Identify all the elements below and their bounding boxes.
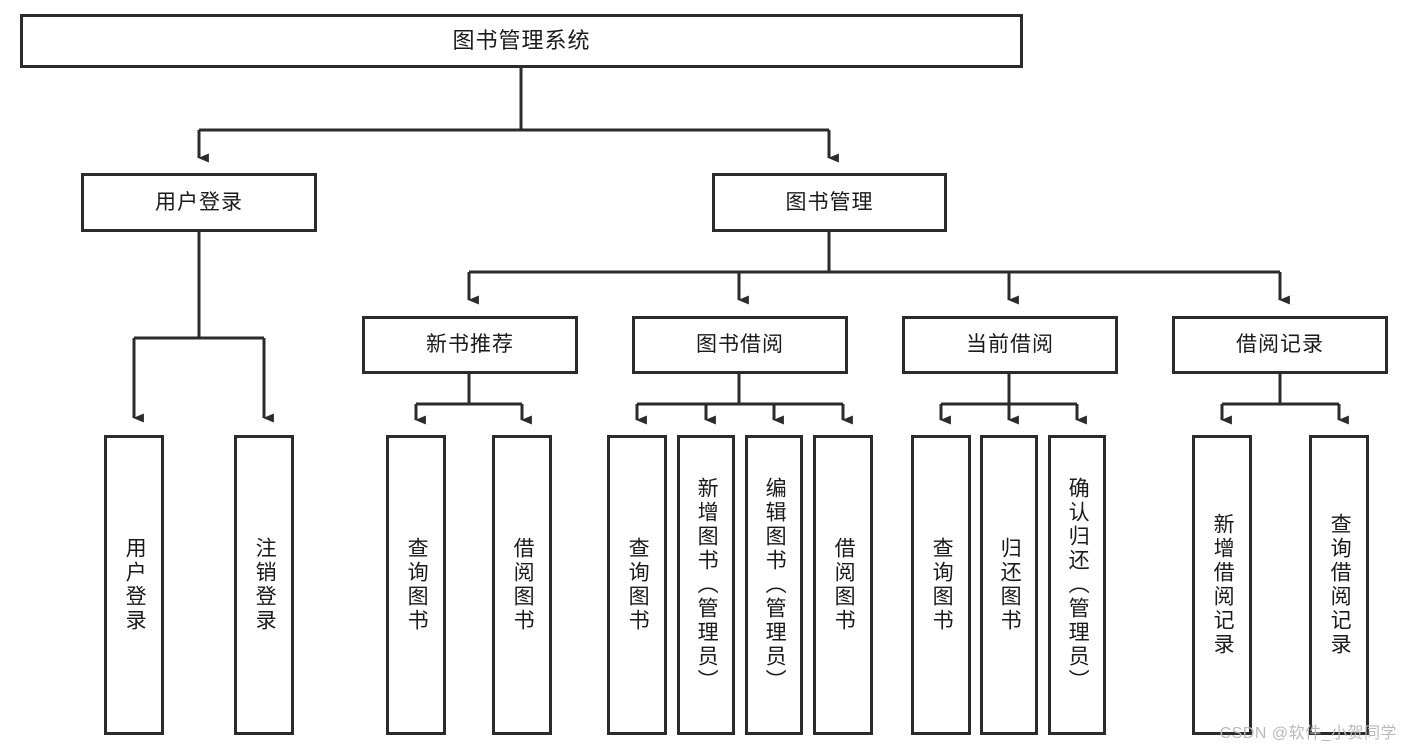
node-borrow-record[interactable]: 借阅记录 [1172, 316, 1388, 374]
node-label: 查询图书 [930, 537, 954, 633]
node-new-book-recommend[interactable]: 新书推荐 [362, 316, 578, 374]
node-label: 新增借阅记录 [1211, 513, 1235, 657]
node-label: 查询图书 [405, 537, 429, 633]
leaf-add-borrow-record[interactable]: 新增借阅记录 [1192, 435, 1252, 735]
leaf-add-book-admin[interactable]: 新增图书（管理员） [677, 435, 735, 735]
node-label: 注销登录 [253, 537, 277, 633]
node-label: 借阅记录 [1236, 333, 1324, 357]
node-label: 查询借阅记录 [1328, 513, 1352, 657]
leaf-confirm-return-admin[interactable]: 确认归还（管理员） [1048, 435, 1106, 735]
node-label: 用户登录 [123, 537, 147, 633]
node-book-management[interactable]: 图书管理 [712, 173, 947, 232]
node-label: 归还图书 [998, 537, 1022, 633]
node-label: 当前借阅 [966, 333, 1054, 357]
leaf-borrow-book-recommend[interactable]: 借阅图书 [492, 435, 552, 735]
csdn-watermark: CSDN @软件_小贺同学 [1219, 725, 1397, 742]
node-label: 用户登录 [155, 190, 243, 214]
leaf-query-book-recommend[interactable]: 查询图书 [386, 435, 446, 735]
node-label: 新增图书（管理员） [695, 477, 719, 693]
node-current-borrow[interactable]: 当前借阅 [902, 316, 1118, 374]
leaf-borrow-book-borrow[interactable]: 借阅图书 [813, 435, 873, 735]
node-root-book-management-system[interactable]: 图书管理系统 [20, 14, 1023, 68]
node-label: 图书管理 [785, 190, 874, 214]
leaf-user-login[interactable]: 用户登录 [104, 435, 164, 735]
node-user-login[interactable]: 用户登录 [81, 173, 317, 232]
leaf-query-borrow-record[interactable]: 查询借阅记录 [1309, 435, 1369, 735]
leaf-query-book-current[interactable]: 查询图书 [911, 435, 971, 735]
leaf-logout-login[interactable]: 注销登录 [234, 435, 294, 735]
node-label: 借阅图书 [832, 537, 856, 633]
node-label: 图书借阅 [696, 333, 784, 357]
leaf-edit-book-admin[interactable]: 编辑图书（管理员） [745, 435, 803, 735]
leaf-query-book-borrow[interactable]: 查询图书 [607, 435, 667, 735]
node-label: 新书推荐 [426, 333, 514, 357]
node-label: 图书管理系统 [452, 27, 591, 53]
node-label: 确认归还（管理员） [1066, 477, 1090, 693]
leaf-return-book[interactable]: 归还图书 [980, 435, 1038, 735]
node-label: 编辑图书（管理员） [763, 477, 787, 693]
node-book-borrow[interactable]: 图书借阅 [632, 316, 848, 374]
node-label: 借阅图书 [511, 537, 535, 633]
node-label: 查询图书 [626, 537, 650, 633]
